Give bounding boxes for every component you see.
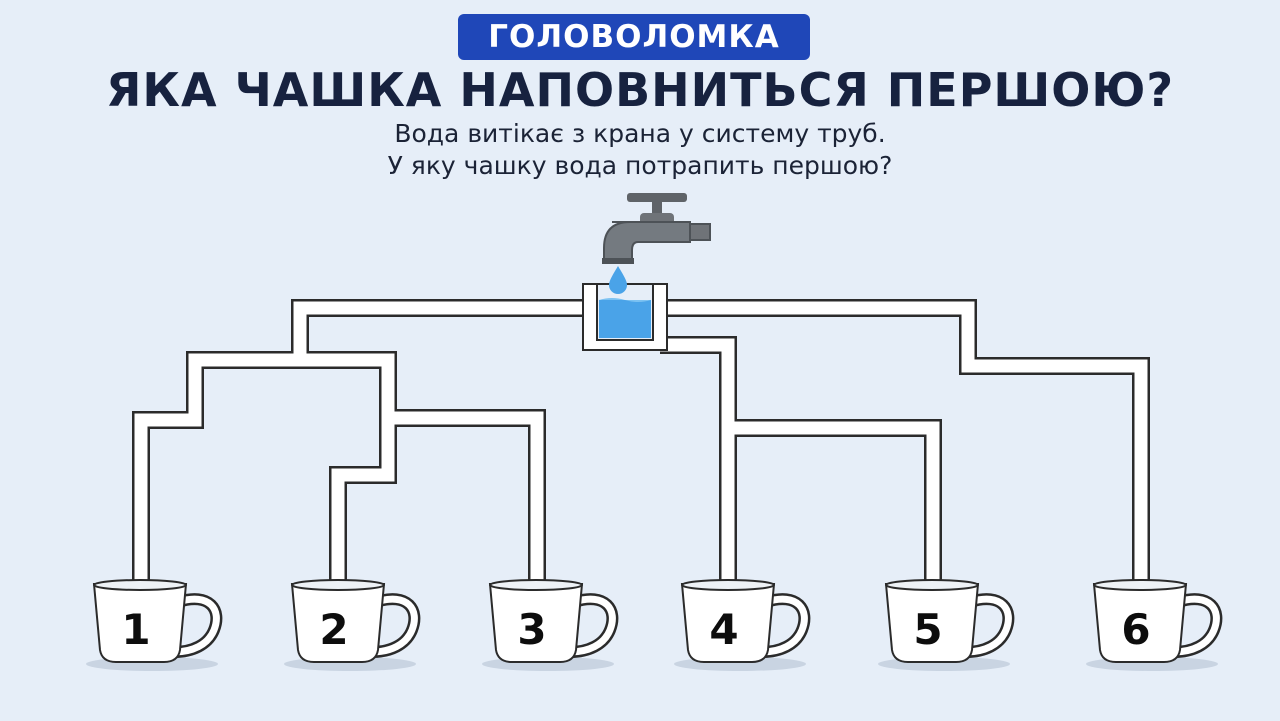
cup-5: 5 (878, 579, 1015, 671)
cup-rim (291, 579, 385, 591)
cup-6: 6 (1086, 579, 1223, 671)
pipe-left-top (132, 299, 590, 588)
page-title: ЯКА ЧАШКА НАПОВНИТЬСЯ ПЕРШОЮ? (105, 63, 1175, 117)
cup-icon (680, 583, 776, 663)
cup-icon (1092, 583, 1188, 663)
cup-rim (1093, 579, 1187, 591)
cup-number: 3 (517, 605, 546, 654)
cup-icon (884, 583, 980, 663)
cup-icon (290, 583, 386, 663)
cup-handle (761, 595, 808, 656)
cup-number: 1 (121, 605, 150, 654)
description-line-1: Вода витікає з крана у систему труб. (394, 119, 886, 148)
cup-handle (569, 595, 616, 656)
water-drop-icon (609, 266, 627, 294)
cup-rim (885, 579, 979, 591)
cup-handle (173, 595, 220, 656)
description-line-2: У яку чашку вода потрапить першою? (387, 151, 893, 180)
cup-number: 4 (709, 605, 738, 654)
water-container (582, 283, 668, 351)
cup-icon (488, 583, 584, 663)
cup-rim (681, 579, 775, 591)
water-level (599, 300, 651, 338)
cup-rim (489, 579, 583, 591)
cup-number: 5 (913, 605, 942, 654)
puzzle-description: Вода витікає з крана у систему труб. У я… (0, 118, 1280, 182)
cup-3: 3 (482, 579, 619, 671)
pipe-left-branch-3 (388, 409, 546, 588)
cup-1: 1 (86, 579, 223, 671)
cup-rim (93, 579, 187, 591)
cup-handle (371, 595, 418, 656)
cup-handle (1173, 595, 1220, 656)
cup-number: 2 (319, 605, 348, 654)
cups-row: 1 2 3 4 5 6 (86, 579, 1223, 671)
pipe-system (132, 299, 1150, 588)
cup-number: 6 (1121, 605, 1150, 654)
faucet-icon (602, 193, 711, 264)
pipe-right-to-4-5 (660, 336, 942, 588)
cup-4: 4 (674, 579, 811, 671)
cup-2: 2 (284, 579, 421, 671)
puzzle-badge: ГОЛОВОЛОМКА (458, 14, 810, 60)
cup-handle (965, 595, 1012, 656)
cup-icon (92, 583, 188, 663)
